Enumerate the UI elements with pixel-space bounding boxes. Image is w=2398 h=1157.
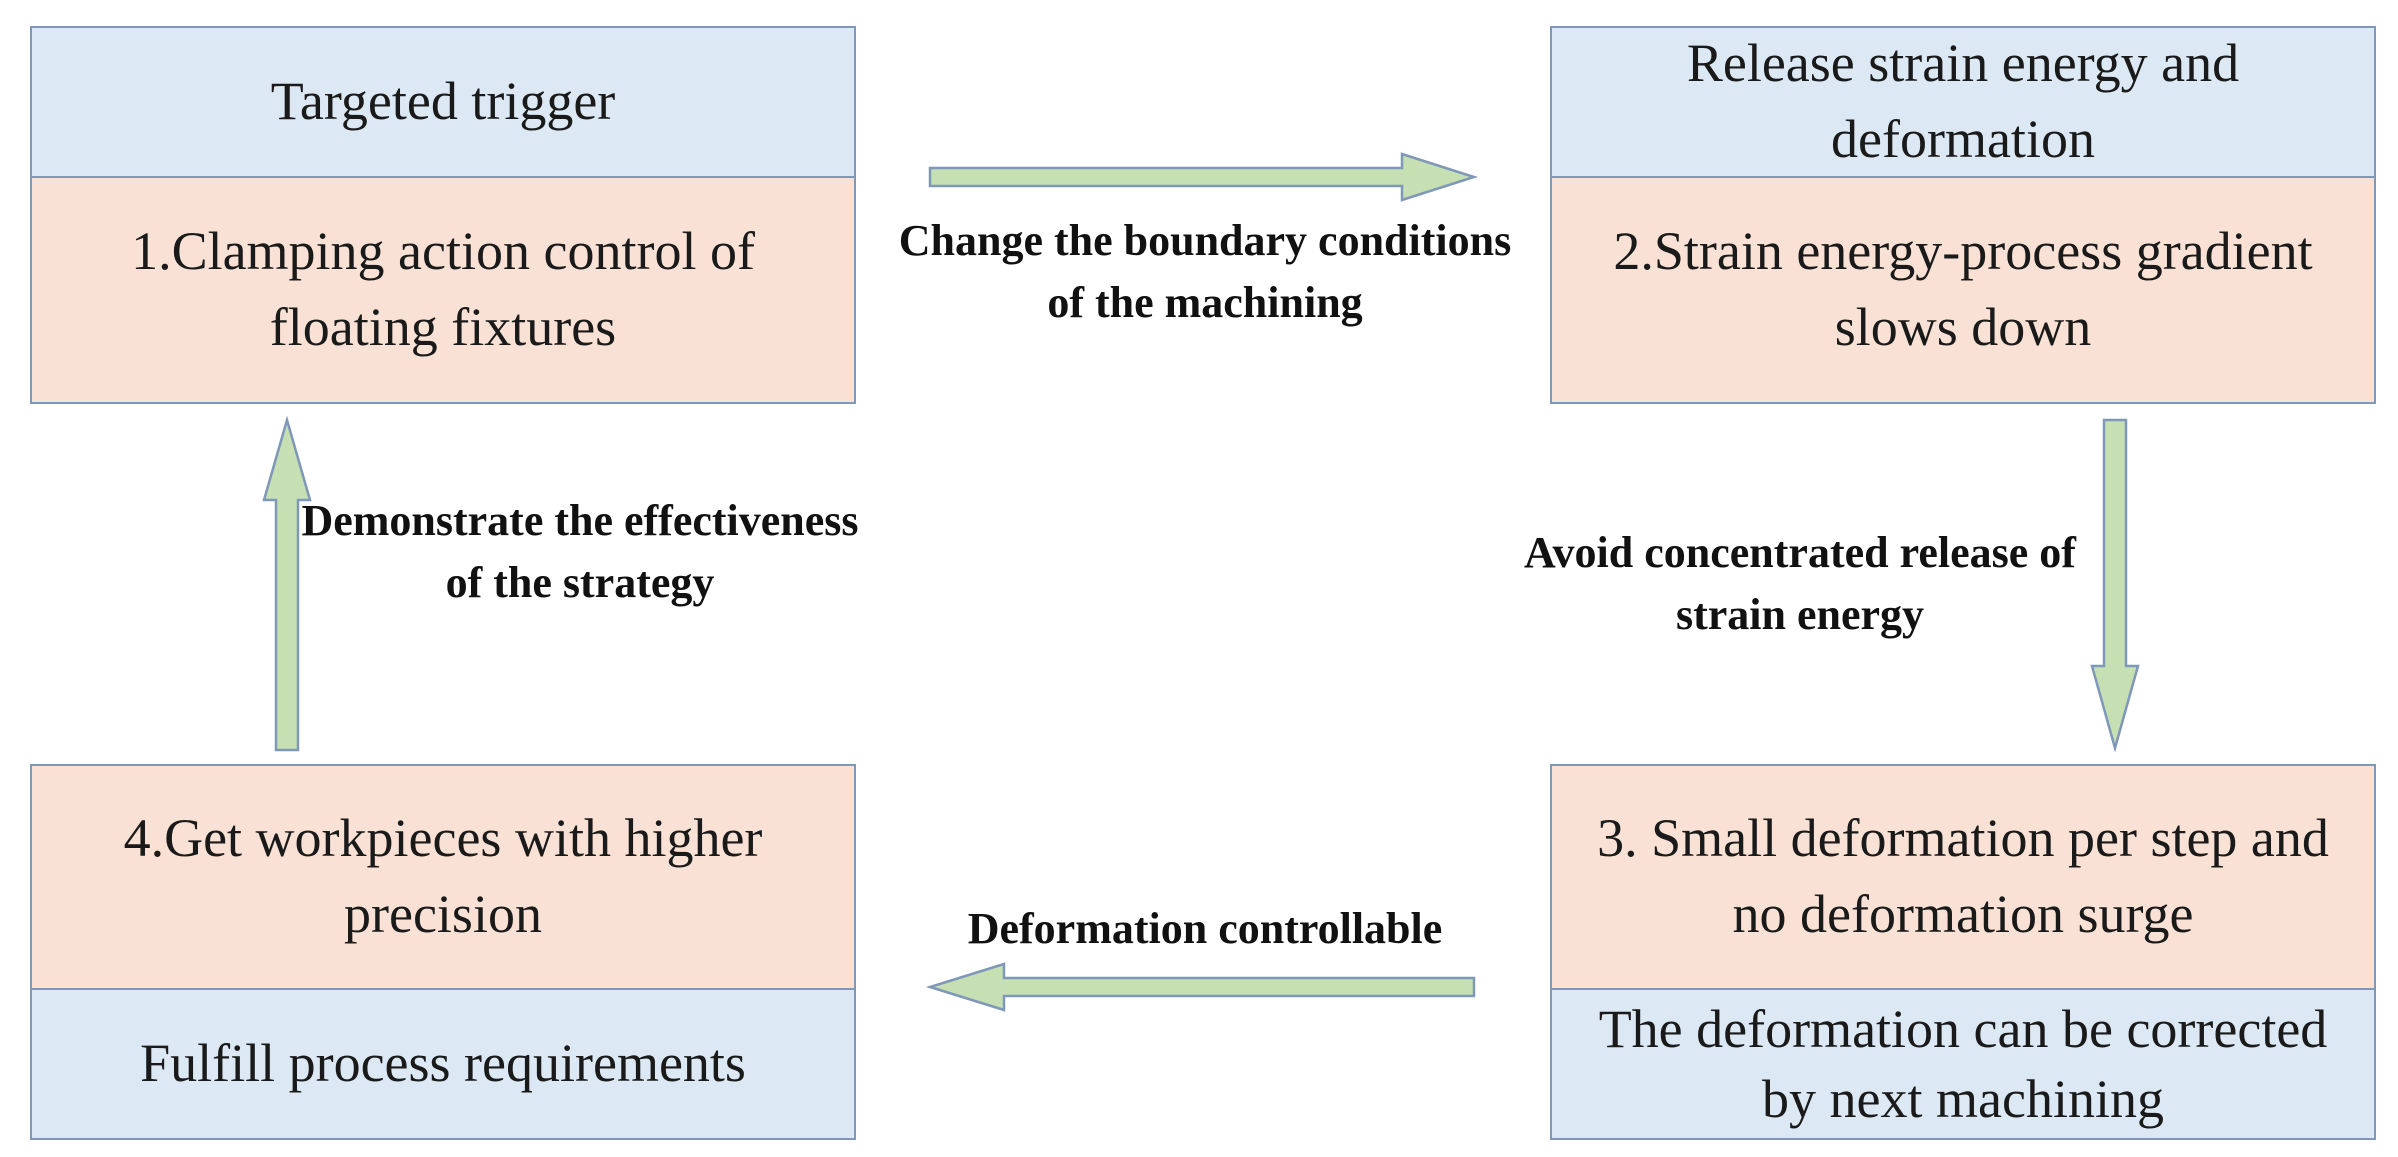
label-avoid-concentrated-release: Avoid concentrated release of strain ene… <box>1524 528 2076 639</box>
box3-body: 3. Small deformation per step and no def… <box>1552 766 2374 990</box>
box2-body: 2.Strain energy-process gradient slows d… <box>1552 178 2374 402</box>
arrow-left-icon <box>925 962 1476 1012</box>
box4-body: 4.Get workpieces with higher precision <box>32 766 854 990</box>
box-clamping-action: Targeted trigger 1.Clamping action contr… <box>30 26 856 404</box>
box3-footer: The deformation can be corrected by next… <box>1552 990 2374 1138</box>
label-demonstrate-effectiveness: Demonstrate the effectiveness of the str… <box>301 496 859 607</box>
box-higher-precision: 4.Get workpieces with higher precision F… <box>30 764 856 1140</box>
label-deformation-controllable: Deformation controllable <box>967 904 1443 953</box>
box-small-deformation: 3. Small deformation per step and no def… <box>1550 764 2376 1140</box>
arrow-right-icon <box>928 152 1479 202</box>
box1-body: 1.Clamping action control of floating fi… <box>32 178 854 402</box>
label-change-boundary: Change the boundary conditions of the ma… <box>898 216 1512 327</box>
arrow-down-icon <box>2090 418 2140 753</box>
box2-header: Release strain energy and deformation <box>1552 28 2374 178</box>
box1-header: Targeted trigger <box>32 28 854 178</box>
box4-footer: Fulfill process requirements <box>32 990 854 1138</box>
box-strain-energy: Release strain energy and deformation 2.… <box>1550 26 2376 404</box>
arrow-up-icon <box>262 415 312 752</box>
